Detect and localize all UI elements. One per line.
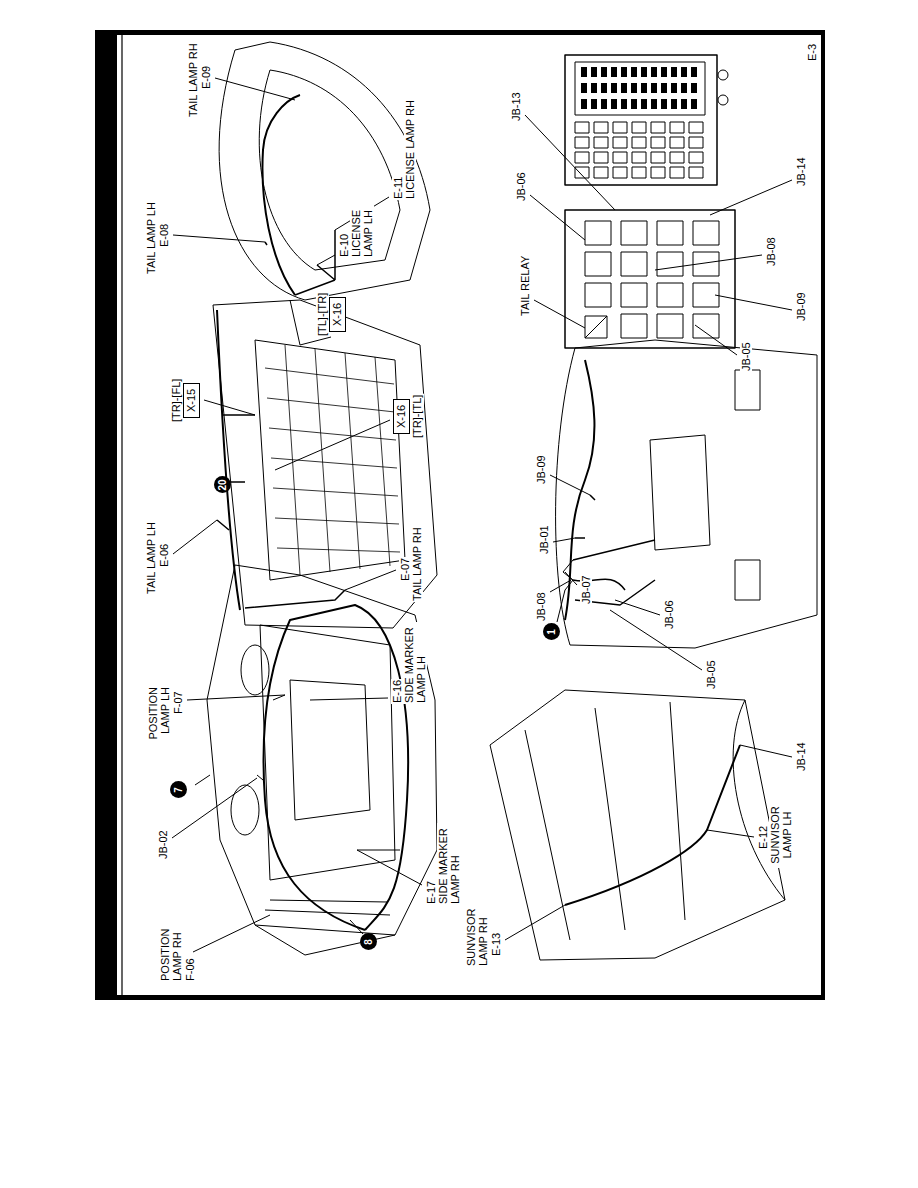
wire-harness bbox=[263, 605, 408, 930]
engine-bay bbox=[260, 625, 395, 880]
frame-panel bbox=[117, 35, 821, 995]
connector-code: E-13 bbox=[490, 932, 502, 957]
part-name: SUNVISOR LAMP LH bbox=[769, 802, 793, 868]
radiator-support bbox=[255, 900, 395, 935]
connector-code: F-06 bbox=[184, 957, 196, 982]
frame-border bbox=[95, 30, 825, 1000]
connector-pair: [TL]-[TR] bbox=[316, 292, 329, 337]
strut-tower bbox=[241, 645, 269, 695]
connector-code: X-15 bbox=[185, 389, 198, 412]
leader-line bbox=[525, 115, 792, 355]
page-number: E-3 bbox=[806, 43, 818, 62]
connector-box: [TL]-[TR]X-16 bbox=[329, 297, 346, 332]
part-name: SUNVISOR LAMP RH bbox=[465, 901, 489, 967]
leader-line bbox=[173, 78, 389, 345]
connector-code: JB-14 bbox=[795, 156, 807, 187]
callout-number: 7 bbox=[170, 782, 187, 799]
connector-code: JB-08 bbox=[535, 591, 547, 622]
leader-line bbox=[550, 475, 702, 670]
connector-code: E-09 bbox=[200, 65, 212, 90]
engine-block bbox=[290, 680, 370, 820]
connector-code: JB-06 bbox=[663, 599, 675, 630]
part-name: LICENSE LAMP RH bbox=[404, 99, 416, 200]
connector-code: JB-06 bbox=[515, 171, 527, 202]
trunk-lid bbox=[259, 70, 400, 270]
wire-harness bbox=[565, 745, 740, 905]
callout-number: 1 bbox=[543, 624, 560, 641]
junction-box bbox=[565, 210, 735, 348]
part-name: TAIL RELAY bbox=[519, 255, 531, 317]
connector-code: X-16 bbox=[331, 303, 344, 326]
connector-code: JB-14 bbox=[795, 741, 807, 772]
connector-code: F-07 bbox=[172, 690, 184, 715]
connector-pair: [TR]-[FL] bbox=[170, 378, 183, 423]
windshield-header bbox=[733, 700, 785, 900]
connector-box: [TR]-[FL]X-15 bbox=[183, 383, 200, 418]
strut-tower bbox=[231, 785, 259, 835]
connector-code: JB-05 bbox=[705, 659, 717, 690]
connector-code: JB-13 bbox=[510, 91, 522, 122]
part-name: TAIL LAMP LH bbox=[145, 521, 157, 595]
connector-code: JB-01 bbox=[538, 524, 550, 555]
roof-bow bbox=[525, 702, 685, 940]
callout-number: 20 bbox=[214, 477, 231, 494]
wire-harness bbox=[573, 495, 655, 605]
trunk-floor bbox=[255, 340, 405, 580]
connector-code: E-12 bbox=[757, 825, 769, 850]
connector-code: JB-05 bbox=[740, 341, 752, 372]
connector-pin bbox=[581, 67, 697, 109]
text-layer: POSITION LAMP RHF-06 JB-02 POSITION LAMP L… bbox=[95, 30, 825, 1000]
connector-code: E-16 bbox=[391, 679, 403, 704]
air-vent bbox=[735, 370, 760, 600]
connector-code: JB-09 bbox=[535, 454, 547, 485]
wire-harness bbox=[217, 310, 240, 610]
connector-code: JB-09 bbox=[795, 291, 807, 322]
part-name: TAIL LAMP RH bbox=[411, 526, 423, 602]
connector-code: JB-02 bbox=[157, 829, 169, 860]
connector-box: X-16[TR]-[TL] bbox=[393, 399, 410, 434]
callout-number: 1 bbox=[546, 629, 557, 635]
connector-code: E-08 bbox=[158, 223, 170, 248]
frame-rule bbox=[121, 35, 122, 995]
connector-code: E-07 bbox=[399, 557, 411, 582]
gauge-cluster bbox=[650, 435, 710, 550]
wire-harness bbox=[557, 560, 573, 622]
connector-code: E-17 bbox=[425, 880, 437, 905]
relay-socket bbox=[585, 221, 719, 338]
tail-relay bbox=[585, 316, 607, 338]
wire-harness bbox=[265, 230, 335, 295]
part-name: SIDE MARKER LAMP RH bbox=[437, 823, 461, 905]
instrument-panel bbox=[556, 340, 817, 648]
fuse-connector bbox=[575, 62, 705, 115]
part-name: LICENSE LAMP LH bbox=[350, 198, 374, 258]
wire-harness bbox=[195, 695, 400, 934]
connector-code: E-06 bbox=[158, 543, 170, 568]
connector-code: JB-08 bbox=[765, 236, 777, 267]
fuse-box bbox=[565, 55, 717, 185]
roof-panel bbox=[490, 690, 785, 960]
part-name: TAIL LAMP LH bbox=[145, 201, 157, 275]
connector-code: E-10 bbox=[338, 233, 350, 258]
callout-number: 8 bbox=[363, 939, 374, 945]
part-name: SIDE MARKER LAMP LH bbox=[403, 622, 427, 704]
connector-pair: [TR]-[TL] bbox=[411, 394, 424, 439]
engine-bay bbox=[207, 565, 437, 955]
part-name: POSITION LAMP LH bbox=[147, 686, 171, 752]
fuse-slot bbox=[575, 122, 703, 178]
part-name: POSITION LAMP RH bbox=[159, 916, 183, 982]
mount-bolt bbox=[718, 70, 728, 105]
trunk-body bbox=[213, 300, 437, 628]
connector-code: JB-07 bbox=[580, 574, 592, 605]
connector-code: X-16 bbox=[395, 405, 408, 428]
leader-line bbox=[505, 745, 792, 940]
leader-line bbox=[172, 695, 422, 952]
callout-number: 20 bbox=[217, 479, 228, 490]
callout-number: 8 bbox=[360, 934, 377, 951]
part-name: TAIL LAMP RH bbox=[187, 42, 199, 118]
floor-panel-grid bbox=[265, 345, 400, 575]
wire-harness bbox=[262, 95, 300, 295]
leader-line bbox=[173, 400, 396, 590]
connector-code: E-11 bbox=[392, 176, 404, 200]
callout-number: 7 bbox=[173, 787, 184, 793]
